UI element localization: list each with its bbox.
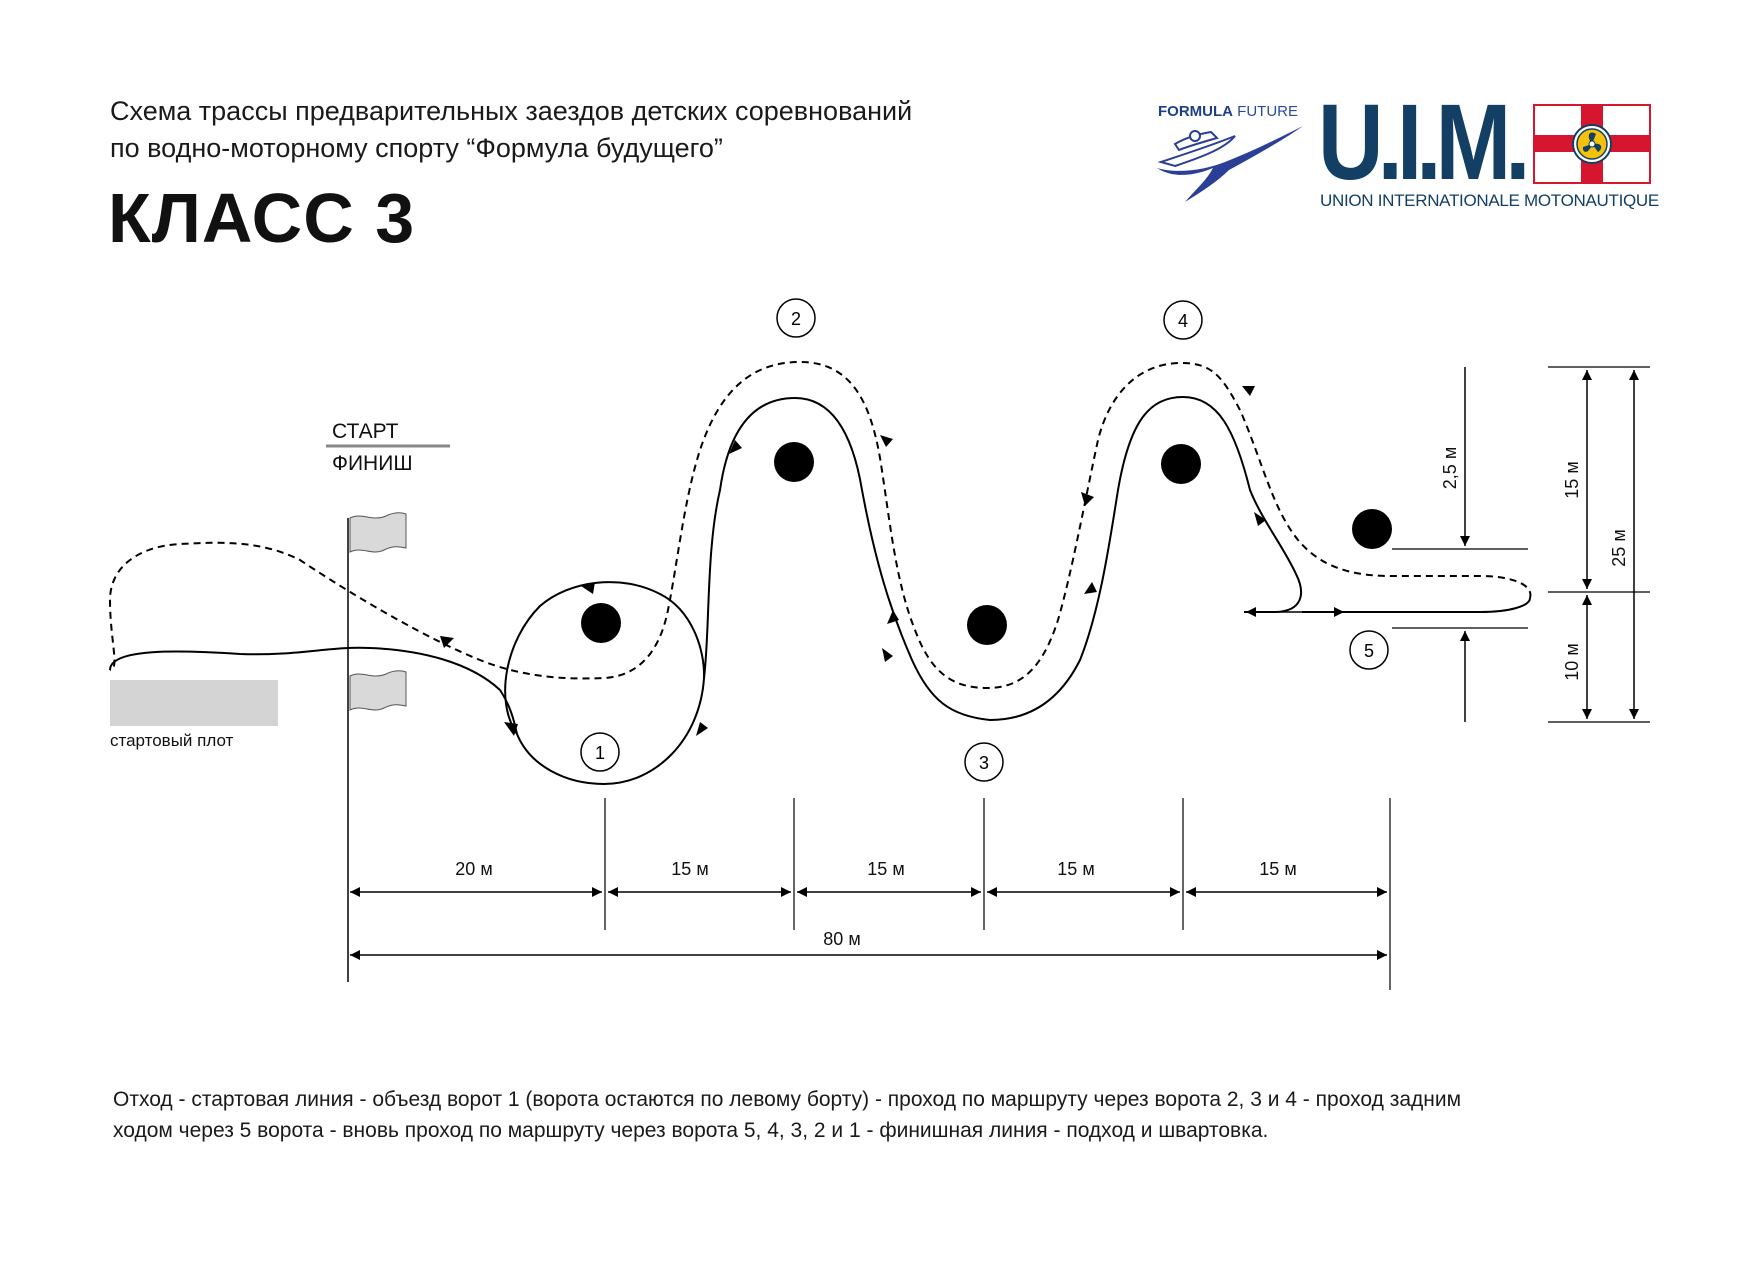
gate-label-1: 1 [580,732,620,772]
outbound-route [109,395,1303,786]
formula-future-logo-graphic [1157,126,1303,202]
svg-text:1: 1 [595,743,605,763]
diagram-heading-line1: Схема трассы предварительных заездов дет… [110,96,913,126]
svg-text:4: 4 [1178,311,1188,331]
start-flag-icon [349,512,407,553]
vdim-label-lower: 10 м [1562,643,1582,680]
gate-label-4: 4 [1163,300,1203,340]
dim-label-5: 15 м [1259,859,1296,879]
gate-1-loop [504,581,706,735]
buoy-2 [774,442,814,482]
vdim-label-gap: 2,5 м [1440,447,1460,489]
uim-logo-subtitle: UNION INTERNATIONALE MOTONAUTIQUE [1320,191,1659,210]
route-direction-arrows [440,386,1266,736]
diagram-heading-line2: по водно-моторному спорту “Формула будущ… [110,133,723,163]
svg-text:2: 2 [791,309,801,329]
uim-logo-letters: U.I.M. [1318,81,1531,202]
formula-future-logo-word1: FORMULA [1158,103,1233,120]
uim-flag-icon [1533,104,1651,184]
formula-future-logo-word2: FUTURE [1233,103,1298,120]
dim-label-4: 15 м [1057,859,1094,879]
gate-label-3: 3 [964,742,1004,782]
dim-label-total: 80 м [823,929,860,949]
finish-flag-icon [349,670,407,711]
svg-text:5: 5 [1364,641,1374,661]
class-title: КЛАСС 3 [108,179,416,257]
start-raft-label: стартовый плот [110,731,234,750]
gate-label-5: 5 [1349,630,1389,670]
horizontal-dimension-ticks [604,798,1391,990]
reverse-run-line [1302,597,1531,613]
buoy-1 [581,603,621,643]
start-label: СТАРТ [332,420,399,443]
route-description-line1: Отход - стартовая линия - объезд ворот 1… [113,1088,1462,1111]
dim-label-1: 20 м [455,859,492,879]
formula-future-logo-text: FORMULA FUTURE [1158,103,1298,120]
route-description-line2: ходом через 5 ворота - вновь проход по м… [113,1119,1269,1142]
svg-text:3: 3 [979,753,989,773]
vdim-label-upper: 15 м [1562,461,1582,498]
finish-label: ФИНИШ [332,452,413,475]
buoy-3 [967,605,1007,645]
vdim-label-total: 25 м [1609,529,1629,566]
buoy-5 [1352,509,1392,549]
return-route [108,360,1532,690]
dim-label-2: 15 м [671,859,708,879]
buoy-4 [1161,444,1201,484]
start-raft [110,680,278,726]
gate-label-2: 2 [776,298,816,338]
dim-label-3: 15 м [867,859,904,879]
